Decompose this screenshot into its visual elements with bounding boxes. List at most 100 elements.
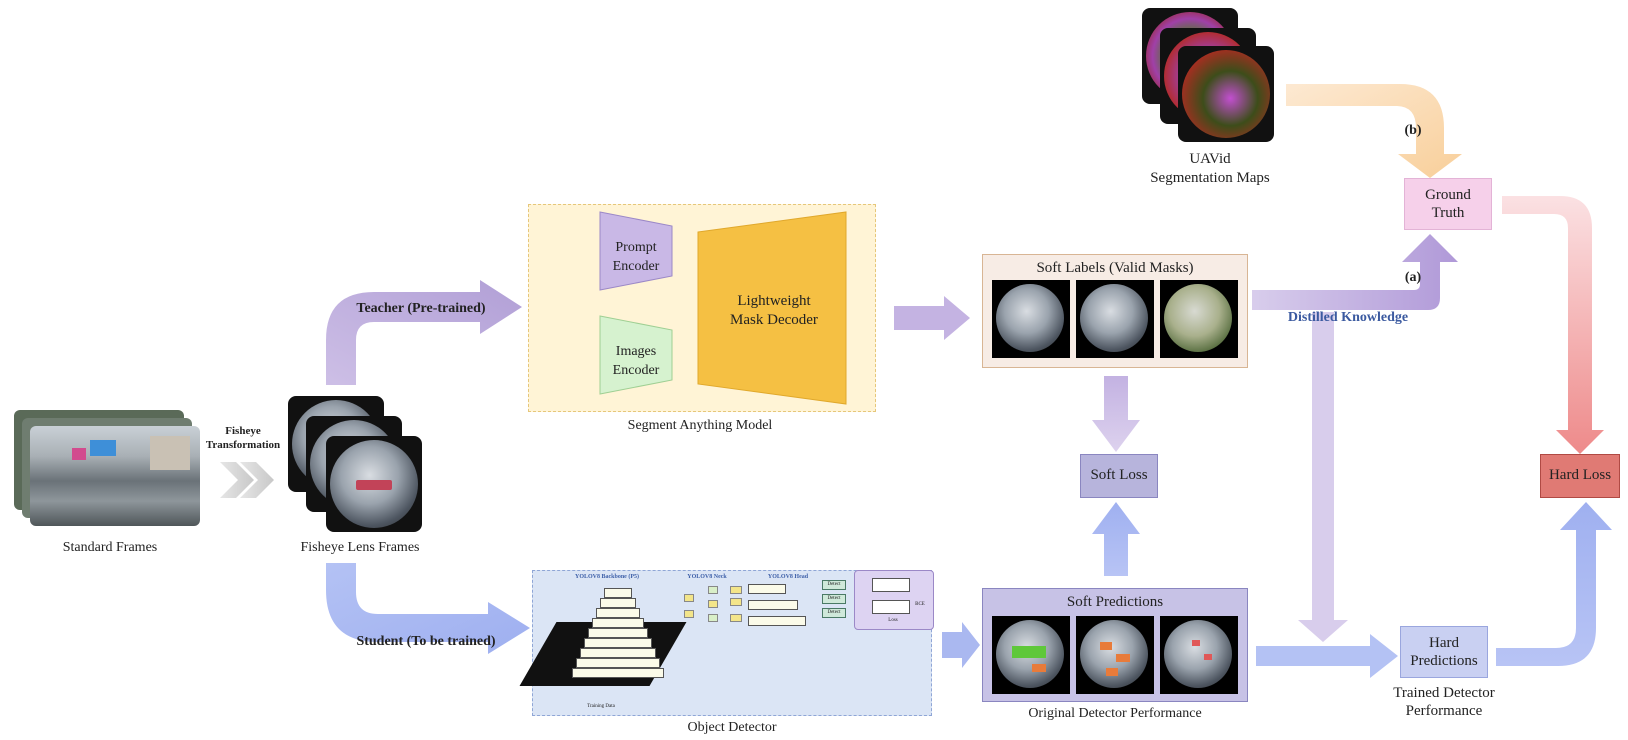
ground-truth-to-hard-loss-arrow — [1502, 196, 1604, 454]
fisheye-transformation-arrow — [220, 462, 274, 498]
uavid-map-front — [1178, 46, 1274, 142]
prompt-encoder-line1: Prompt — [615, 240, 657, 255]
backbone-layer — [596, 608, 640, 618]
backbone-layer — [600, 598, 636, 608]
hard-predictions-line2: Predictions — [1410, 653, 1478, 669]
a-label: (a) — [1404, 270, 1422, 285]
backbone-layer — [572, 668, 664, 678]
hard-predictions-label: Hard Predictions — [1400, 634, 1488, 670]
fisheye-image — [330, 440, 418, 528]
soft-predictions-title: Soft Predictions — [1066, 594, 1164, 610]
hard-predictions-box — [1400, 626, 1488, 678]
student-arrow — [326, 563, 530, 654]
detection-box-graphic — [1116, 654, 1130, 662]
distilled-knowledge-arrow — [1252, 234, 1458, 310]
neck-title: YOLOV8 Neck — [687, 574, 727, 580]
detection-box-graphic — [1192, 640, 1200, 646]
soft-label-image — [1080, 284, 1148, 352]
fisheye-transformation-line1: Fisheye — [225, 425, 261, 437]
soft-label-thumb-1 — [992, 280, 1070, 358]
uavid-line1: UAVid — [1189, 151, 1231, 167]
b-label: (b) — [1404, 123, 1422, 138]
distilled-knowledge-label: Distilled Knowledge — [1287, 310, 1409, 325]
original-detector-performance-label: Original Detector Performance — [1028, 706, 1202, 721]
fisheye-transformation-line2: Transformation — [205, 439, 281, 451]
soft-loss-box — [1080, 454, 1158, 498]
distilled-down-arrow — [1298, 312, 1348, 642]
soft-label-thumb-2 — [1076, 280, 1154, 358]
bus-graphic — [356, 480, 392, 490]
soft-labels-title: Soft Labels (Valid Masks) — [1036, 260, 1194, 276]
uavid-label: UAVid Segmentation Maps — [1140, 150, 1280, 188]
soft-prediction-thumb-2 — [1076, 616, 1154, 694]
detect-block: Detect — [822, 608, 846, 618]
fisheye-transformation-label: Fisheye Transformation — [198, 424, 288, 452]
fisheye-frames-stack — [288, 396, 424, 536]
soft-prediction-thumb-1 — [992, 616, 1070, 694]
loss-block — [872, 578, 910, 592]
predictions-to-hard-arrow — [1256, 634, 1398, 678]
sam-components — [599, 211, 847, 405]
neck-block — [684, 594, 694, 602]
soft-labels-to-loss-arrow — [1092, 376, 1140, 452]
fisheye-lens-frames-label: Fisheye Lens Frames — [300, 540, 420, 555]
soft-prediction-image — [1080, 620, 1148, 688]
soft-prediction-thumb-3 — [1160, 616, 1238, 694]
teacher-arrow — [326, 280, 522, 385]
detection-box-graphic — [1106, 668, 1118, 676]
prompt-encoder-label: Prompt Encoder — [600, 238, 672, 276]
mask-decoder-line2: Mask Decoder — [730, 312, 818, 328]
neck-block — [730, 598, 742, 606]
loss-block — [872, 600, 910, 614]
backbone-layer — [584, 638, 652, 648]
bce-label: BCE — [915, 602, 925, 607]
prompt-encoder-shape — [599, 211, 673, 291]
images-encoder-line1: Images — [615, 344, 657, 359]
detect-block: Detect — [822, 580, 846, 590]
neck-block — [708, 586, 718, 594]
training-data-label: Training Data — [587, 704, 615, 709]
standard-frames-label: Standard Frames — [62, 540, 158, 555]
billboard-graphic — [72, 448, 86, 460]
mask-decoder-shape — [697, 211, 847, 405]
soft-label-image — [996, 284, 1064, 352]
backbone-title: YOLOV8 Backbone (P5) — [574, 574, 639, 580]
uavid-to-ground-truth-arrow — [1286, 84, 1462, 178]
backbone-layer — [580, 648, 656, 658]
detector-diagram: YOLOV8 Backbone (P5) YOLOV8 Neck YOLOV8 … — [519, 570, 934, 716]
head-layer — [748, 584, 786, 594]
backbone-layer — [576, 658, 660, 668]
teacher-label: Teacher (Pre-trained) — [356, 301, 486, 316]
neck-block — [684, 610, 694, 618]
object-detector-label: Object Detector — [687, 720, 777, 735]
detection-box-graphic — [1032, 664, 1046, 672]
images-encoder-label: Images Encoder — [600, 342, 672, 380]
images-encoder-shape — [599, 315, 673, 395]
trained-detector-line1: Trained Detector — [1393, 685, 1495, 701]
segmentation-map-image — [1182, 50, 1270, 138]
soft-label-image — [1164, 284, 1232, 352]
predictions-to-loss-arrow — [1092, 502, 1140, 576]
neck-block — [730, 614, 742, 622]
billboard-graphic — [90, 440, 116, 456]
fisheye-frame-front — [326, 436, 422, 532]
ground-truth-line1: Ground — [1425, 187, 1471, 203]
neck-block — [730, 586, 742, 594]
head-layer — [748, 616, 806, 626]
hard-predictions-to-hard-loss-arrow — [1496, 502, 1612, 666]
soft-prediction-image — [996, 620, 1064, 688]
hard-predictions-line1: Hard — [1429, 635, 1459, 651]
hard-loss-label: Hard Loss — [1548, 467, 1612, 483]
detect-block: Detect — [822, 594, 846, 604]
ground-truth-label: Ground Truth — [1404, 186, 1492, 222]
trained-detector-performance-label: Trained Detector Performance — [1376, 684, 1512, 720]
head-title: YOLOV8 Head — [767, 574, 809, 580]
soft-prediction-image — [1164, 620, 1232, 688]
head-layer — [748, 600, 798, 610]
backbone-layer — [592, 618, 644, 628]
detector-to-predictions-arrow — [942, 622, 980, 668]
detection-box-graphic — [1204, 654, 1212, 660]
soft-label-thumb-3 — [1160, 280, 1238, 358]
ground-truth-line2: Truth — [1431, 205, 1465, 221]
